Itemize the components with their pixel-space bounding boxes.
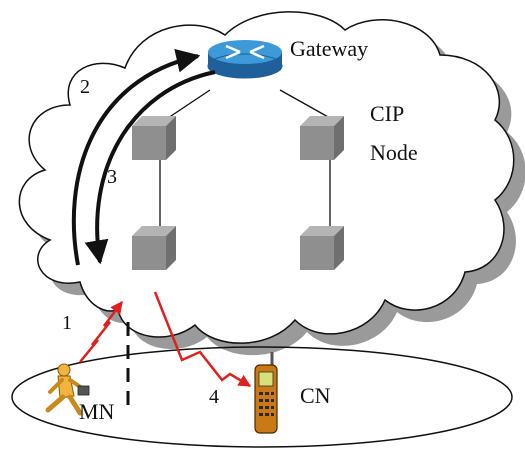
signal-step-1 — [79, 301, 123, 363]
cip-node-bottom-right — [300, 226, 344, 270]
arrow-step-3 — [84, 70, 216, 265]
mn-label: MN — [79, 399, 115, 424]
step-1-label: 1 — [62, 312, 72, 334]
step-3-label: 3 — [107, 166, 117, 188]
mobile-phone-icon — [254, 352, 278, 434]
network-links — [159, 89, 331, 228]
step-4-label: 4 — [209, 386, 219, 408]
cip-node-top-right — [300, 116, 344, 160]
cip-node-bottom-left — [132, 226, 176, 270]
gateway-label: Gateway — [290, 36, 368, 61]
cn-label: CN — [300, 383, 331, 408]
walking-person-with-laptop-icon — [45, 363, 90, 416]
step-2-label: 2 — [80, 76, 90, 98]
cip-label-line2: Node — [370, 140, 418, 165]
access-area — [11, 346, 513, 448]
signal-step-4 — [153, 291, 252, 388]
router-icon — [207, 40, 283, 79]
arrow-step-2 — [71, 48, 201, 266]
cip-node-top-left — [132, 116, 176, 160]
cip-label-line1: CIP — [370, 101, 404, 126]
